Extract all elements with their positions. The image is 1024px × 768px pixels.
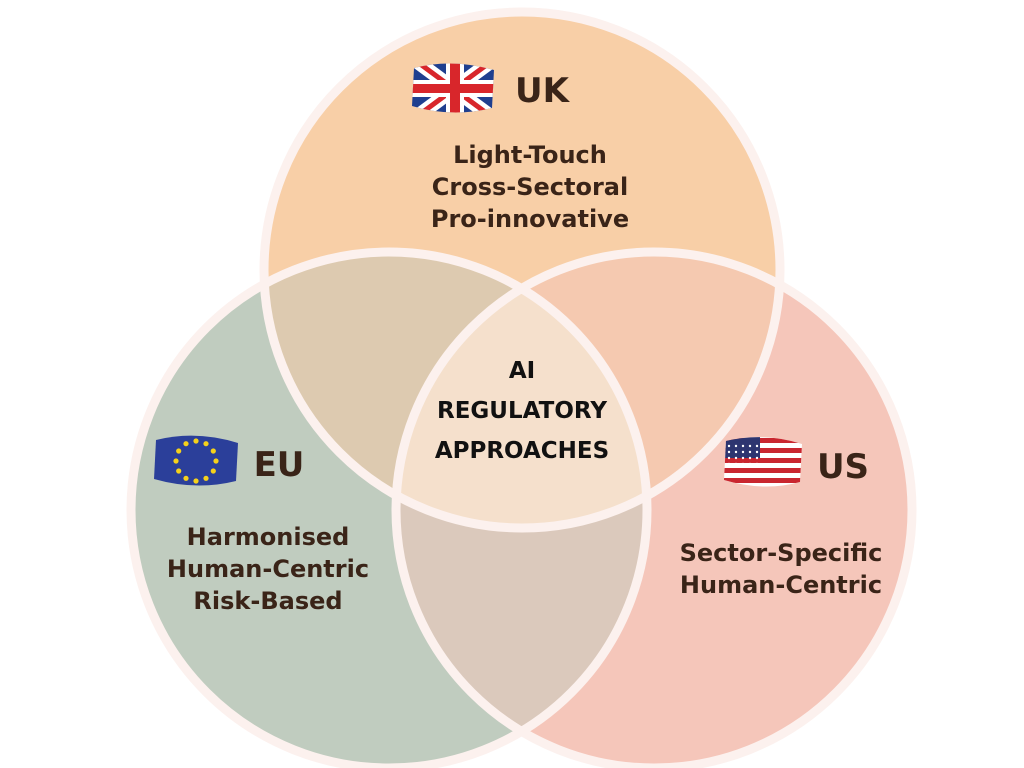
us-flag-star (727, 456, 731, 460)
us-flag-icon (724, 437, 802, 487)
us-flag-stripe (724, 448, 802, 453)
us-circle-outline (391, 247, 917, 768)
us-label: US (817, 447, 869, 487)
eu-flag-star (183, 441, 189, 447)
us-flag-star (734, 462, 738, 466)
uk-trait: Light-Touch (453, 141, 607, 169)
us-flag-star (734, 450, 738, 454)
us-flag-star (727, 444, 731, 448)
eu-trait: Risk-Based (193, 587, 342, 615)
eu-flag-star (210, 468, 216, 474)
eu-circle-outline (126, 247, 652, 768)
us-flag-star (748, 444, 752, 448)
us-flag-star (755, 462, 759, 466)
eu-flag-star (210, 448, 216, 454)
eu-flag-star (193, 438, 199, 444)
uk-label: UK (515, 71, 571, 111)
us-flag-star (734, 456, 738, 460)
us-flag-star (734, 444, 738, 448)
eu-flag-star (176, 448, 182, 454)
uk-trait: Pro-innovative (431, 205, 629, 233)
us-flag-star (755, 456, 759, 460)
us-flag-star (748, 450, 752, 454)
us-flag-star (727, 450, 731, 454)
us-flag-star (741, 456, 745, 460)
us-flag-star (727, 462, 731, 466)
center-title-line: APPROACHES (435, 438, 609, 464)
eu-flag-star (176, 468, 182, 474)
us-flag-star (741, 462, 745, 466)
eu-trait: Human-Centric (167, 555, 369, 583)
us-flag-star (741, 444, 745, 448)
us-flag-stripe (724, 478, 802, 483)
us-flag-stripe (724, 438, 802, 443)
us-flag-star (755, 450, 759, 454)
eu-flag-star (183, 475, 189, 481)
us-flag-star (748, 462, 752, 466)
us-trait: Sector-Specific (680, 539, 883, 567)
center-title-line: REGULATORY (437, 398, 607, 424)
center-title-line: AI (509, 358, 535, 384)
center-overlap (396, 252, 647, 528)
eu-label: EU (254, 445, 305, 485)
us-trait: Human-Centric (680, 571, 882, 599)
eu-flag-star (213, 458, 219, 464)
eu-flag-star (193, 478, 199, 484)
eu-trait: Harmonised (187, 523, 350, 551)
us-flag-star (741, 450, 745, 454)
us-flag-stripe (724, 458, 802, 463)
us-flag-star (755, 444, 759, 448)
us-flag-stripe (724, 468, 802, 473)
us-flag-star (748, 456, 752, 460)
eu-flag-icon (154, 435, 238, 486)
eu-flag-star (203, 441, 209, 447)
uk-trait: Cross-Sectoral (432, 173, 628, 201)
eu-flag-star (173, 458, 179, 464)
eu-flag-star (203, 475, 209, 481)
uk-circle-outline (259, 7, 785, 533)
